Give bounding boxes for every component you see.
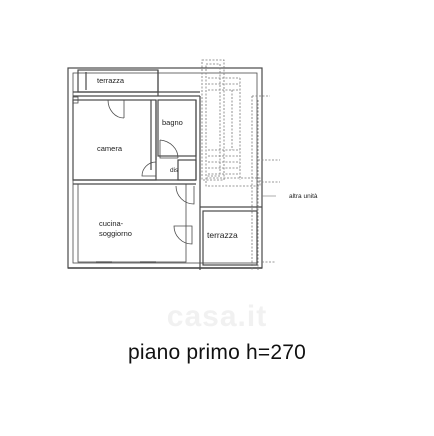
label-other-unit: altra unità	[289, 193, 318, 200]
kitchen-wall	[77, 183, 187, 263]
stairwell-dashed	[201, 59, 280, 270]
bathroom-wall	[157, 99, 197, 157]
room-label-bedroom: camera	[97, 144, 123, 153]
room-label-bathroom: bagno	[162, 118, 183, 127]
terrace-bottom-box	[202, 210, 258, 266]
bedroom-wall	[72, 99, 157, 181]
watermark-logo: casa.it	[166, 300, 268, 333]
room-label-closet: dis	[170, 167, 179, 174]
door-swing	[107, 99, 125, 119]
room-label-terrace-top: terrazza	[97, 76, 125, 85]
room-label-terrace-bottom: terrazza	[207, 230, 238, 240]
room-label-kitchen-line2: soggiorno	[99, 229, 132, 238]
floor-plan	[67, 59, 280, 270]
floor-caption: piano primo h=270	[128, 341, 306, 364]
room-label-kitchen-line1: cucina-	[99, 219, 124, 228]
closet-wall	[177, 159, 197, 181]
